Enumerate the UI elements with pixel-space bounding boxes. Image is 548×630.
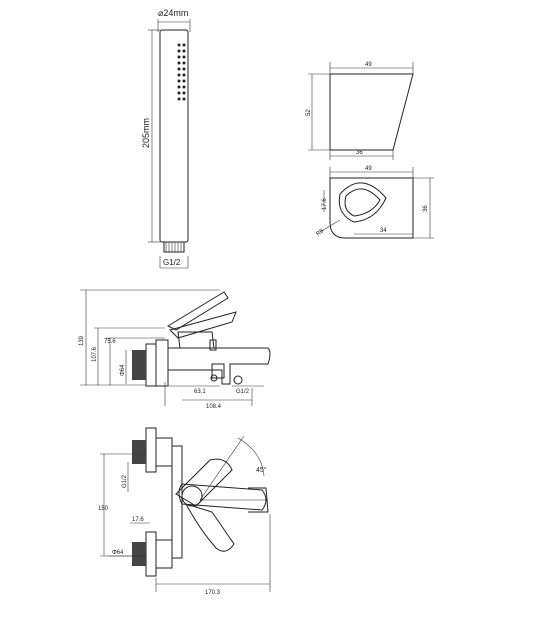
faucet-angle-label: 45° xyxy=(256,466,267,474)
faucet-top-view: 45° G1/2 150 17.6 Φ64 170.3 xyxy=(98,427,271,596)
holder-inner-label: 17.6 xyxy=(322,198,328,210)
holder-radius-label: R8 xyxy=(315,228,325,238)
faucet-top-inlet-label: G1/2 xyxy=(122,474,128,488)
holder-top-width-label: 49 xyxy=(365,62,372,68)
shower-thread-label: G1/2 xyxy=(163,258,181,267)
faucet-handle-height-label: 107.6 xyxy=(92,346,98,362)
faucet-total-length-label: 170.3 xyxy=(205,590,221,596)
spray-nozzles xyxy=(177,43,186,101)
holder-height-label: 52 xyxy=(306,109,312,116)
faucet-outlet-height-label: 75.6 xyxy=(104,339,116,345)
faucet-center-distance-label: 150 xyxy=(98,506,109,512)
shower-length-label: 205mm xyxy=(141,118,151,148)
faucet-base-label: Φ64 xyxy=(120,364,126,376)
holder-top-view: 49 17.6 36 34 R8 xyxy=(315,166,434,239)
faucet-spout-offset-label: 63.1 xyxy=(194,389,206,395)
hand-shower-view: ⌀24mm 205mm G1/2 xyxy=(141,8,191,269)
faucet-top-base-label: Φ64 xyxy=(112,550,124,556)
holder-slot-label: 34 xyxy=(380,228,387,234)
faucet-length-label: 108.4 xyxy=(206,404,222,410)
shower-diameter-label: ⌀24mm xyxy=(158,8,188,18)
holder-top-view-width-label: 49 xyxy=(365,166,372,172)
holder-bottom-width-label: 36 xyxy=(356,150,363,156)
holder-side-view: 49 52 36 xyxy=(306,62,414,160)
faucet-overall-height-label: 139 xyxy=(79,335,85,346)
holder-depth-label: 36 xyxy=(423,205,429,212)
faucet-side-view: 139 107.6 75.6 Φ64 63.1 G1/2 xyxy=(79,289,271,410)
faucet-offset-label: 17.6 xyxy=(132,517,144,523)
faucet-side-inlet-label: G1/2 xyxy=(236,389,250,395)
